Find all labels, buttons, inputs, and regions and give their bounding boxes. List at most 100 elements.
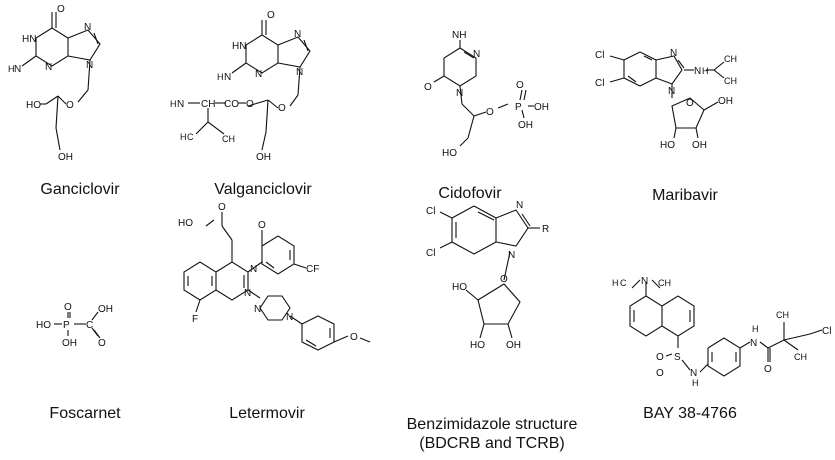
letermovir-atom-8: CF (306, 264, 319, 275)
maribavir-atom-10: HO (660, 140, 675, 151)
benzimidazole-atom-7: HO (470, 340, 485, 351)
ganciclovir-atom-9: OH (58, 152, 73, 163)
bay-38-4766-atom-2: N (641, 276, 648, 287)
caption-foscarnet: Foscarnet (49, 405, 121, 422)
maribavir-atom-9: OH (718, 96, 733, 107)
foscarnet-atom-0: HO (36, 320, 51, 331)
bay-38-4766-atom-10: H (752, 324, 759, 334)
bay-38-4766-structure: H C N CH O S O N H N H O CH CH Cl (612, 276, 831, 388)
valganciclovir-atom-7: H (170, 99, 177, 109)
cidofovir-atom-6: OH (534, 102, 549, 113)
letermovir-structure: HO O O N N N N F CF O (178, 202, 371, 351)
maribavir-atom-4: N (694, 66, 701, 77)
benzimidazole-atom-2: N (516, 200, 523, 211)
cidofovir-structure: NH N N O O P OH OH O HO (424, 30, 549, 159)
valganciclovir-atom-6: N (224, 72, 231, 83)
maribavir-structure: Cl Cl N N N H CH CH O OH HO OH (595, 48, 737, 151)
valganciclovir-atom-13: H (180, 132, 187, 142)
maribavir-atom-0: Cl (595, 50, 604, 61)
maribavir-atom-11: OH (692, 140, 707, 151)
valganciclovir-atom-4: N (296, 67, 303, 78)
valganciclovir-atom-2: N (255, 69, 262, 80)
maribavir-atom-7: CH (724, 76, 737, 86)
cidofovir-atom-8: O (516, 80, 524, 91)
bay-38-4766-atom-6: O (656, 368, 664, 379)
maribavir-atom-2: N (670, 48, 677, 59)
bay-38-4766-atom-4: O (656, 352, 664, 363)
foscarnet-structure: HO P C O O OH OH (36, 302, 113, 349)
bay-38-4766-atom-0: H (612, 278, 619, 288)
bay-38-4766-atom-7: N (690, 368, 697, 379)
ganciclovir-atom-3: N (84, 22, 91, 33)
ganciclovir-atom-0: O (57, 4, 65, 15)
maribavir-atom-6: CH (724, 54, 737, 64)
valganciclovir-atom-12: O (278, 103, 286, 114)
bay-38-4766-atom-3: CH (658, 278, 671, 288)
letermovir-atom-0: HO (178, 218, 193, 229)
ganciclovir-atom-7: O (66, 100, 74, 111)
valganciclovir-atom-16: OH (256, 152, 271, 163)
caption-letermovir: Letermovir (229, 405, 305, 422)
cidofovir-atom-4: O (486, 107, 494, 118)
valganciclovir-atom-15: CH (222, 134, 235, 144)
benzimidazole-atom-8: OH (506, 340, 521, 351)
valganciclovir-atom-0: O (267, 10, 275, 21)
valganciclovir-atom-10: CO (224, 99, 239, 110)
benzimidazole-atom-3: N (508, 250, 515, 261)
valganciclovir-atom-8: N (177, 99, 184, 110)
valganciclovir-atom-3: N (294, 29, 301, 40)
foscarnet-atom-4: O (98, 338, 106, 349)
maribavir-atom-3: N (668, 86, 675, 97)
valganciclovir-atom-11: O (246, 99, 254, 110)
valganciclovir-atom-1: HN (232, 41, 246, 52)
caption-valganciclovir: Valganciclovir (214, 181, 312, 198)
maribavir-atom-5: H (702, 66, 709, 76)
letermovir-atom-2: O (258, 220, 266, 231)
caption-maribavir: Maribavir (652, 187, 718, 204)
foscarnet-atom-5: OH (98, 304, 113, 315)
foscarnet-atom-3: O (64, 302, 72, 313)
letermovir-atom-3: N (250, 264, 257, 275)
cidofovir-atom-2: N (456, 88, 463, 99)
foscarnet-atom-6: OH (62, 338, 77, 349)
cidofovir-atom-7: OH (518, 120, 533, 131)
maribavir-atom-1: Cl (595, 78, 604, 89)
benzimidazole-atom-5: HO (452, 282, 467, 293)
letermovir-atom-6: N (286, 312, 293, 323)
benzimidazole-atom-6: O (500, 274, 508, 285)
bay-38-4766-atom-14: Cl (822, 326, 831, 337)
letermovir-atom-4: N (244, 288, 251, 299)
letermovir-atom-7: F (192, 314, 198, 325)
letermovir-atom-5: N (254, 304, 261, 315)
ganciclovir-atom-8: HO (26, 100, 41, 111)
caption-benzimidazole-line2: (BDCRB and TCRB) (419, 435, 565, 452)
benzimidazole-structure: Cl Cl N N R HO O HO OH (426, 200, 549, 351)
bay-38-4766-atom-11: O (764, 364, 772, 375)
cidofovir-atom-9: HO (442, 148, 457, 159)
caption-benzimidazole: Benzimidazole structure (406, 416, 578, 433)
bay-38-4766-atom-12: CH (776, 310, 789, 320)
cidofovir-atom-1: N (473, 49, 480, 60)
ganciclovir-structure: O HN N N N H N O HO OH (8, 4, 101, 163)
benzimidazole-atom-0: Cl (426, 206, 435, 217)
ganciclovir-atom-1: HN (22, 34, 36, 45)
ganciclovir-atom-6: N (14, 64, 21, 75)
caption-bay-38-4766: BAY 38-4766 (643, 405, 737, 422)
foscarnet-atom-2: C (86, 320, 93, 331)
ganciclovir-atom-2: N (45, 62, 52, 73)
bay-38-4766-atom-5: S (674, 352, 681, 363)
caption-ganciclovir: Ganciclovir (40, 181, 120, 198)
bay-38-4766-atom-13: CH (794, 352, 807, 362)
cidofovir-atom-3: O (424, 82, 432, 93)
valganciclovir-atom-5: H (217, 72, 224, 82)
bay-38-4766-atom-8: H (692, 378, 699, 388)
bay-38-4766-atom-1: C (620, 278, 627, 288)
valganciclovir-atom-9: CH (201, 99, 215, 110)
valganciclovir-atom-14: C (187, 132, 194, 142)
letermovir-atom-1: O (218, 202, 226, 213)
cidofovir-atom-0: NH (452, 30, 466, 41)
bay-38-4766-atom-9: N (750, 338, 757, 349)
maribavir-atom-8: O (686, 98, 694, 109)
